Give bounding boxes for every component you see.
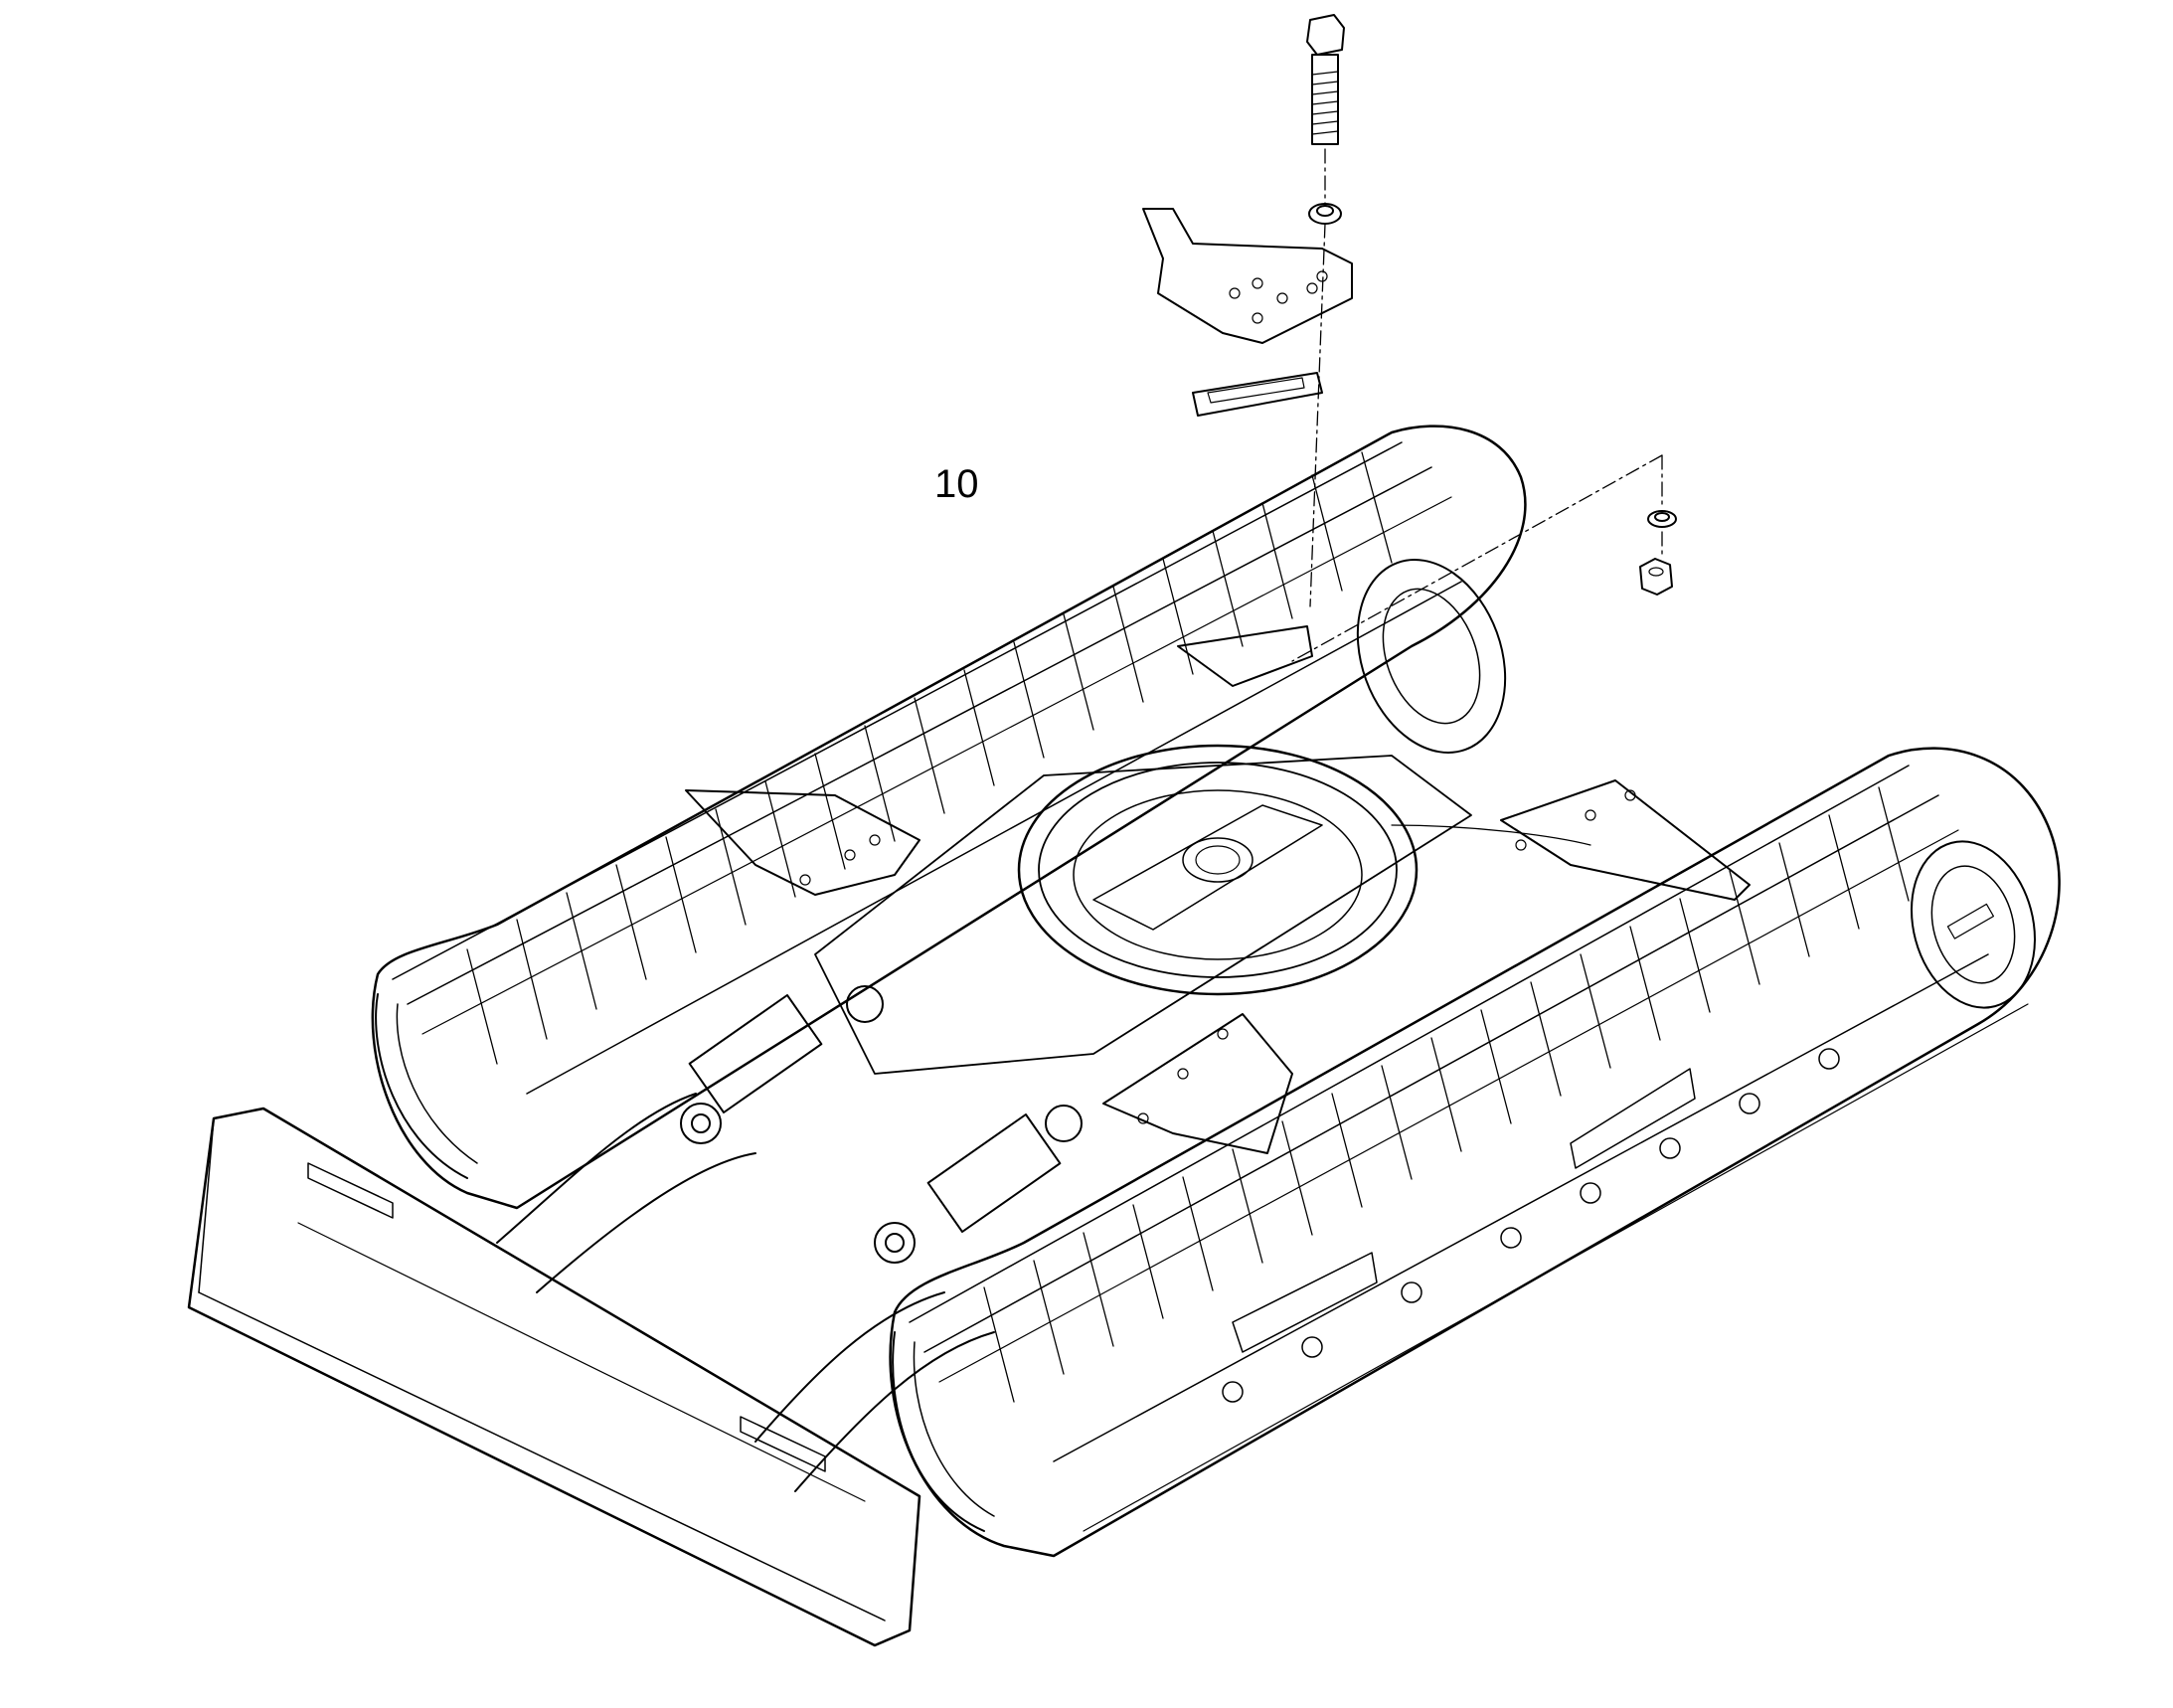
side-washer: [1647, 510, 1677, 528]
hex-nut: [1639, 558, 1673, 596]
centre-frame: [814, 744, 1591, 1075]
mounting-plates-installed: [685, 625, 1751, 1154]
assembly-centerlines: [1291, 148, 1663, 662]
top-mounting-plate: [1142, 208, 1353, 344]
dozer-blade: [187, 1107, 921, 1647]
right-track: [889, 747, 2061, 1558]
bolt-washer: [1308, 203, 1342, 225]
blade-cylinders: [496, 985, 1083, 1492]
rubber-spacer: [1192, 372, 1323, 417]
left-track: [371, 425, 1527, 1210]
hex-bolt: [1306, 14, 1345, 145]
callout-number: 10: [934, 462, 979, 506]
